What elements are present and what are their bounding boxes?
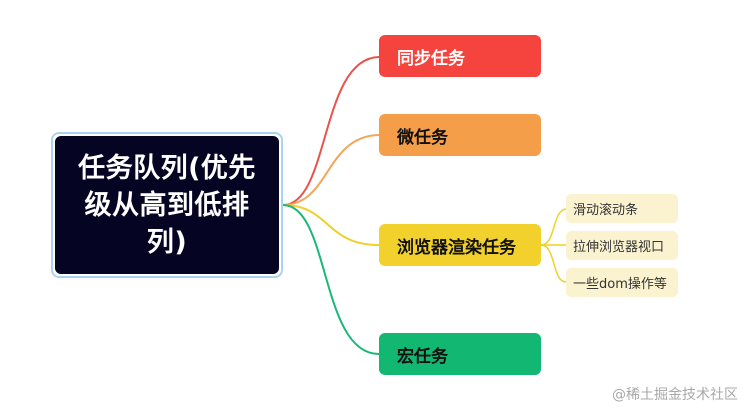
branch-node-sync[interactable]: 同步任务 [379, 35, 541, 77]
branch-label: 微任务 [397, 127, 448, 148]
connector-macro [282, 204, 380, 355]
branch-node-macro[interactable]: 宏任务 [379, 333, 541, 375]
leaf-label: 滑动滚动条 [573, 203, 639, 218]
connector-sync [282, 56, 380, 206]
branch-label: 同步任务 [397, 48, 465, 69]
connector-leaf-3 [540, 244, 567, 283]
connector-micro [282, 134, 380, 206]
leaf-label: 拉伸浏览器视口 [573, 240, 665, 255]
watermark: @稀土掘金技术社区 [612, 387, 738, 403]
leaf-node-dom[interactable]: 一些dom操作等 [566, 268, 678, 297]
branch-label: 浏览器渲染任务 [397, 237, 516, 258]
root-node-label: 任务队列(优先级从高到低排列) [78, 152, 256, 258]
connector-leaf-1 [540, 208, 567, 246]
leaf-node-scroll[interactable]: 滑动滚动条 [566, 194, 678, 223]
leaf-label: 一些dom操作等 [573, 277, 667, 292]
branch-label: 宏任务 [397, 346, 448, 367]
branch-node-micro[interactable]: 微任务 [379, 114, 541, 156]
branch-node-render[interactable]: 浏览器渲染任务 [379, 224, 541, 266]
leaf-node-resize[interactable]: 拉伸浏览器视口 [566, 231, 678, 260]
connector-render [282, 204, 380, 246]
root-node[interactable]: 任务队列(优先级从高到低排列) [55, 136, 279, 274]
